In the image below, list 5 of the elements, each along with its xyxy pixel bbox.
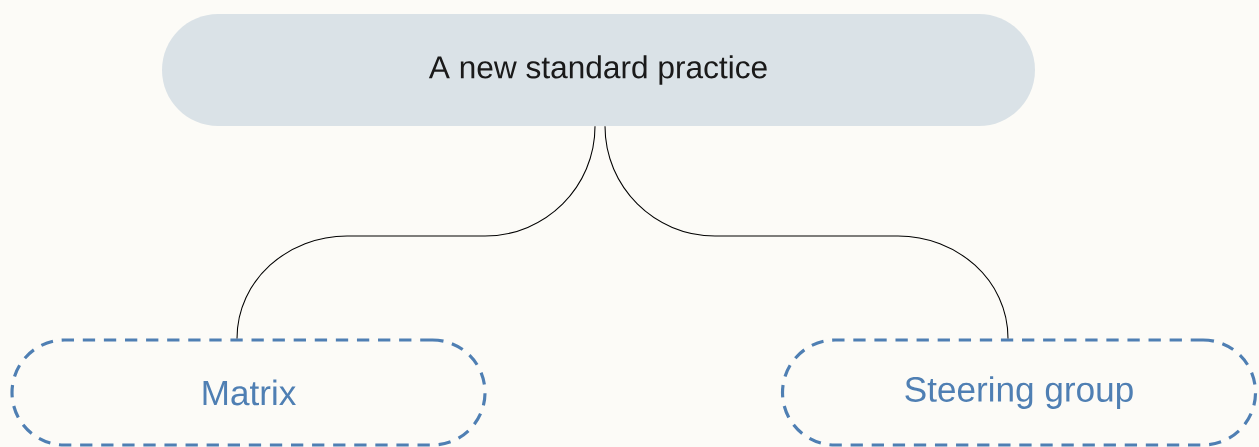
dashed-pill: Matrix xyxy=(10,338,487,447)
curved-connector xyxy=(236,125,596,339)
dashed-pill: Steering group xyxy=(780,338,1258,447)
curved-connector xyxy=(604,125,1009,339)
title-pill: A new standard practice xyxy=(162,14,1035,126)
